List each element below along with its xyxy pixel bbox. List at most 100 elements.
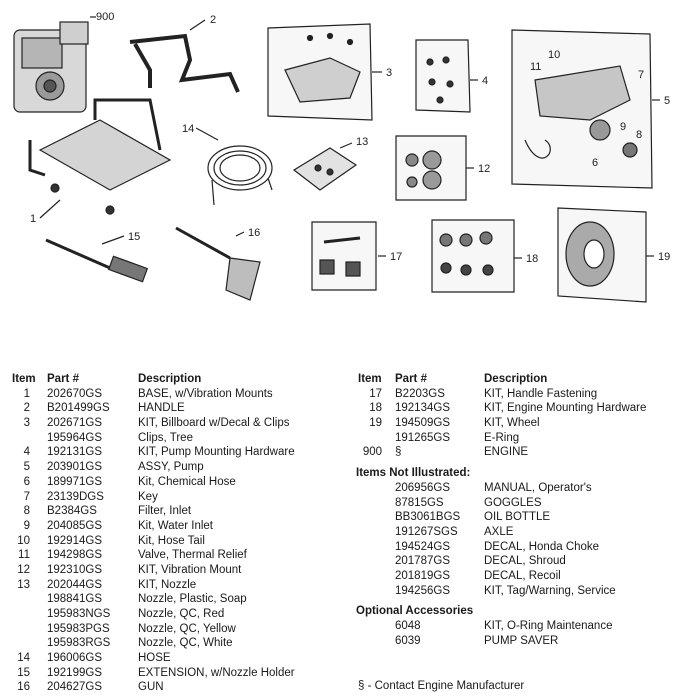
cell-item: 2 — [23, 402, 30, 415]
cell-item: 10 — [17, 534, 30, 547]
cell-desc: Kit, Water Inlet — [138, 519, 213, 532]
engine-mounting-hardware-illustration — [431, 219, 522, 293]
cell-part: BB3061BGS — [395, 511, 461, 524]
cell-part: 192134GS — [395, 402, 450, 415]
callout-12: 12 — [478, 163, 490, 175]
cell-desc: KIT, Nozzle — [138, 578, 197, 591]
cell-item: 1 — [23, 387, 30, 400]
table-row: 900§ENGINE — [358, 445, 678, 460]
cell-part: 201819GS — [395, 569, 450, 582]
cell-part: 204085GS — [47, 519, 102, 532]
cell-part: 195983RGS — [47, 637, 111, 650]
cell-desc: ASSY, Pump — [138, 461, 204, 474]
cell-part: 203901GS — [47, 461, 102, 474]
cell-item: 15 — [17, 666, 30, 679]
cell-desc: E-Ring — [484, 431, 520, 444]
cell-item: 11 — [18, 549, 30, 562]
table-row: 5 203901GS ASSY, Pump — [12, 460, 342, 475]
header-item: Item — [358, 373, 382, 385]
cell-part: 202044GS — [47, 578, 102, 591]
cell-item: 18 — [369, 402, 382, 415]
cell-part: 195983NGS — [47, 608, 111, 620]
cell-desc: GOGGLES — [484, 496, 542, 509]
handle-illustration — [129, 19, 240, 93]
cell-part: 192199GS — [47, 666, 102, 679]
cell-item: 13 — [17, 578, 30, 591]
cell-desc: HOSE — [138, 652, 171, 665]
cell-desc: DECAL, Recoil — [484, 569, 561, 582]
cell-desc: GUN — [138, 681, 164, 694]
cell-item: 14 — [17, 652, 30, 665]
right-table-header: Item Part # Description — [358, 372, 678, 387]
cell-desc: Kit, Hose Tail — [138, 534, 205, 547]
callout-14: 14 — [182, 123, 194, 135]
cell-item: 7 — [23, 490, 30, 503]
cell-item: 3 — [23, 417, 30, 430]
cell-part: B201499GS — [47, 402, 110, 415]
cell-item: 8 — [23, 505, 30, 518]
cell-desc: MANUAL, Operator's — [484, 481, 592, 494]
cell-part: 194509GS — [395, 417, 450, 430]
base-frame-illustration — [28, 98, 172, 219]
cell-part: 189971GS — [47, 475, 102, 488]
table-row: 10 192914GS Kit, Hose Tail — [12, 534, 342, 549]
cell-desc: KIT, Vibration Mount — [138, 563, 242, 576]
callout-1: 1 — [30, 213, 36, 225]
callout-18: 18 — [526, 253, 538, 265]
not-illustrated-title: Items Not Illustrated: — [356, 467, 471, 480]
callout-16: 16 — [248, 227, 260, 239]
pump-assembly-illustration — [511, 29, 660, 189]
cell-desc: Filter, Inlet — [138, 505, 192, 518]
callout-9: 9 — [620, 121, 626, 133]
cell-part: 196006GS — [47, 652, 102, 665]
cell-item: 4 — [23, 446, 30, 459]
callout-19: 19 — [658, 251, 670, 263]
table-row: 13 202044GS KIT, Nozzle — [12, 578, 342, 593]
cell-item: 900 — [362, 446, 382, 459]
cell-part: 6048 — [395, 620, 421, 632]
header-description: Description — [138, 373, 202, 385]
spray-gun-illustration — [175, 226, 261, 301]
cell-desc: AXLE — [484, 525, 514, 538]
cell-part: 202671GS — [47, 417, 102, 430]
cell-desc: KIT, Wheel — [484, 417, 540, 430]
cell-desc: Nozzle, QC, White — [138, 637, 233, 650]
cell-part: 195964GS — [47, 431, 102, 444]
cell-part: 192914GS — [47, 534, 102, 547]
cell-part: 202670GS — [47, 387, 102, 400]
cell-desc: DECAL, Shroud — [484, 555, 566, 568]
callout-8: 8 — [636, 129, 642, 141]
cell-item: 5 — [23, 461, 30, 474]
pump-mounting-hardware-illustration — [415, 39, 478, 113]
cell-desc: PUMP SAVER — [484, 634, 559, 647]
cell-part: 192131GS — [47, 446, 102, 459]
callout-4: 4 — [482, 75, 488, 87]
cell-desc: Kit, Chemical Hose — [138, 475, 236, 488]
header-description: Description — [484, 373, 548, 385]
cell-desc: Nozzle, Plastic, Soap — [138, 593, 247, 606]
parts-diagram: 900 2 3 4 5 10 11 7 9 8 6 14 13 12 1 15 … — [13, 11, 670, 303]
cell-part: 194256GS — [395, 584, 450, 597]
left-table-header: Item Part # Description — [12, 372, 342, 387]
cell-part: 198841GS — [47, 593, 102, 606]
nozzle-kit-illustration — [292, 142, 358, 191]
cell-desc: HANDLE — [138, 402, 185, 415]
